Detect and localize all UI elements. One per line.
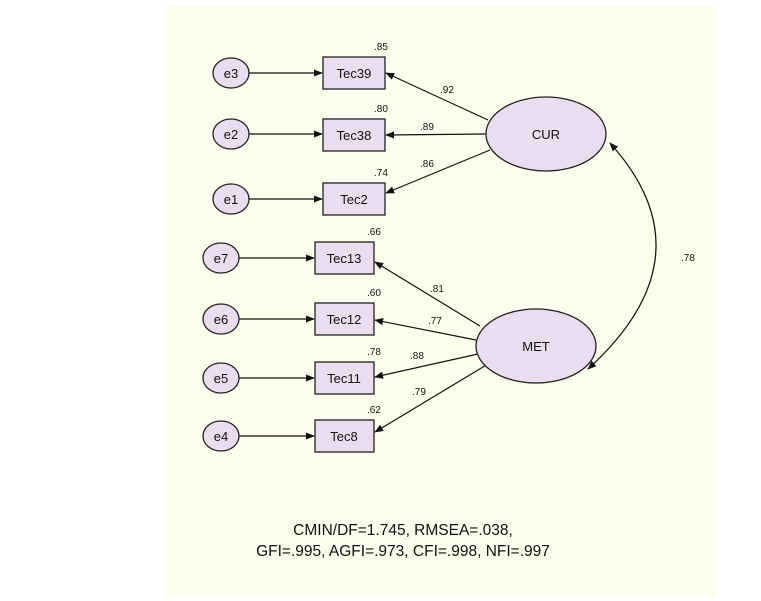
r2-tec38: .80: [374, 104, 388, 115]
correlation-value: .78: [681, 253, 695, 264]
r2-tec2: .74: [374, 168, 388, 179]
r2-tec11: .78: [367, 347, 381, 358]
error-label-e1: e1: [224, 192, 238, 207]
loading-tec8: .79: [412, 387, 426, 398]
loading-tec11: .88: [410, 351, 424, 362]
r2-tec39: .85: [374, 42, 388, 53]
fit-indices-line2: GFI=.995, AGFI=.973, CFI=.998, NFI=.997: [256, 543, 550, 560]
indicator-label-tec38: Tec38: [337, 128, 372, 143]
error-label-e6: e6: [214, 312, 228, 327]
error-label-e2: e2: [224, 127, 238, 142]
r2-tec8: .62: [367, 405, 381, 416]
error-label-e3: e3: [224, 66, 238, 81]
indicator-label-tec13: Tec13: [327, 251, 362, 266]
latent-label-cur: CUR: [532, 127, 560, 142]
loading-tec12: .77: [428, 316, 442, 327]
r2-tec13: .66: [367, 227, 381, 238]
indicator-label-tec8: Tec8: [330, 429, 357, 444]
error-label-e4: e4: [214, 429, 228, 444]
loading-tec38: .89: [420, 122, 434, 133]
error-label-e5: e5: [214, 371, 228, 386]
loading-tec39: .92: [440, 85, 454, 96]
error-label-e7: e7: [214, 251, 228, 266]
fit-indices-line1: CMIN/DF=1.745, RMSEA=.038,: [293, 522, 513, 539]
indicator-label-tec39: Tec39: [337, 66, 372, 81]
loading-tec2: .86: [420, 159, 434, 170]
r2-tec12: .60: [367, 288, 381, 299]
indicator-label-tec12: Tec12: [327, 312, 362, 327]
loading-tec13: .81: [430, 284, 444, 295]
indicator-label-tec2: Tec2: [340, 192, 367, 207]
latent-label-met: MET: [522, 339, 550, 354]
indicator-label-tec11: Tec11: [327, 371, 361, 386]
